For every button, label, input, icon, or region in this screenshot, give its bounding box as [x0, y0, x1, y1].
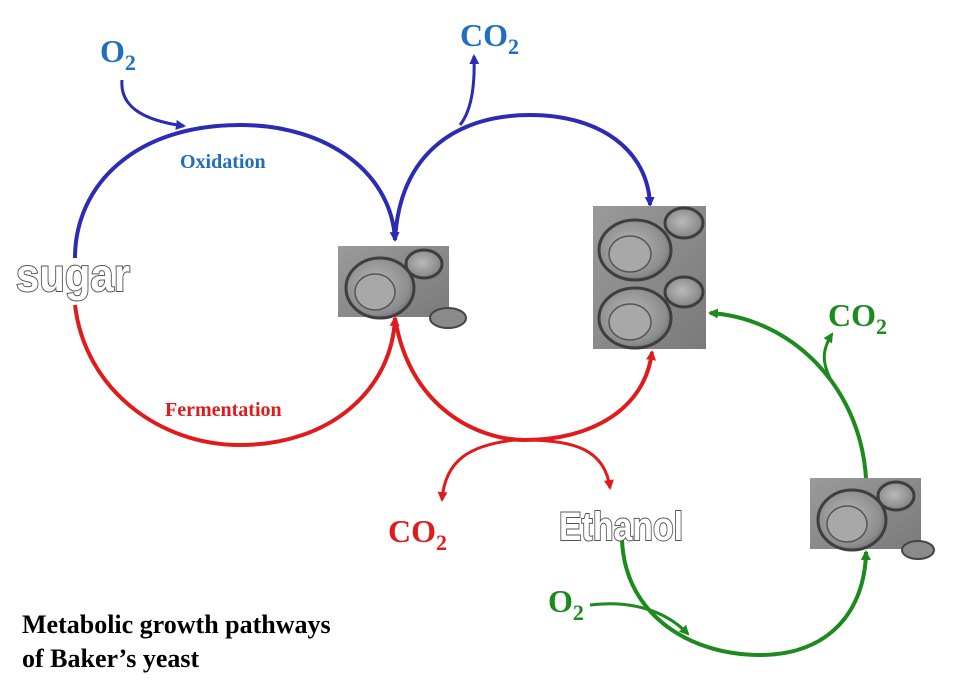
o2-label-green: O2	[548, 583, 584, 625]
fermentation-to-budding-arc	[393, 317, 656, 443]
caption-line-2: of Baker’s yeast	[22, 644, 200, 673]
ethanol-output-arrow	[524, 438, 614, 490]
ethanol-label: Ethanol	[559, 505, 683, 549]
diagram-caption: Metabolic growth pathways of Baker’s yea…	[22, 608, 331, 676]
fermentation-label: Fermentation	[165, 399, 282, 421]
o2-input-arrow-green	[589, 602, 690, 636]
co2-label-top: CO2	[460, 17, 519, 59]
co2-output-arrow-red	[437, 438, 516, 502]
ethanol-oxidation-arc	[620, 539, 871, 658]
oxidation-to-budding-arc	[393, 112, 655, 241]
fermentation-arc	[73, 304, 400, 448]
co2-output-arrow-green	[822, 332, 834, 379]
o2-input-arrow	[120, 79, 186, 130]
co2-label-green: CO2	[828, 297, 887, 339]
yeast-cell-image-center	[338, 246, 467, 329]
co2-label-red: CO2	[388, 513, 447, 555]
oxidation-arc	[73, 122, 400, 259]
o2-label-top: O2	[100, 33, 136, 75]
yeast-cell-image-right	[810, 478, 935, 560]
oxidation-label: Oxidation	[180, 151, 266, 173]
ethanol-to-budding-arc	[708, 308, 868, 479]
co2-output-arrow-blue	[458, 54, 480, 126]
yeast-cells-image-budded	[593, 206, 706, 350]
sugar-label: sugar	[16, 249, 130, 301]
caption-line-1: Metabolic growth pathways	[22, 610, 331, 639]
